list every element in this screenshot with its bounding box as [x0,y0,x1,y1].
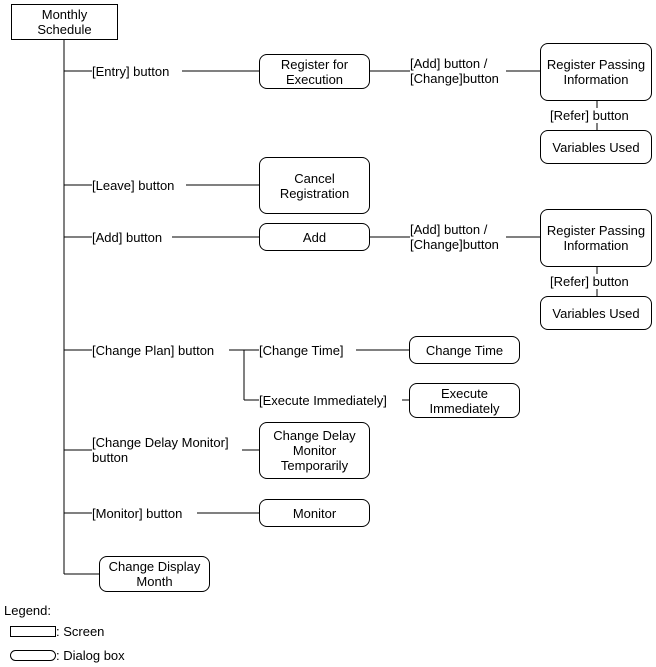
register-for-execution-dialog: Register for Execution [259,54,370,89]
add-change-button-label: [Add] button / [Change]button [410,56,499,86]
monthly-schedule-screen: Monthly Schedule [11,4,118,40]
variables-used-dialog: Variables Used [540,130,652,164]
monitor-dialog: Monitor [259,499,370,527]
change-display-month-dialog: Change Display Month [99,556,210,592]
change-time-button-label: [Change Time] [259,343,344,358]
execute-immediately-button-label: [Execute Immediately] [259,393,387,408]
monitor-button-label: [Monitor] button [92,506,183,521]
screen-legend-swatch [10,626,56,637]
refer-button-label: [Refer] button [550,274,629,289]
cancel-registration-dialog: Cancel Registration [259,157,370,214]
add-button-label: [Add] button [92,230,163,245]
change-delay-monitor-button-label: [Change Delay Monitor] button [92,435,229,465]
change-delay-monitor-temporarily-dialog: Change Delay Monitor Temporarily [259,422,370,479]
dialog-legend-swatch [10,650,56,661]
add-dialog: Add [259,223,370,251]
register-passing-information-dialog: Register Passing Information [540,209,652,267]
execute-immediately-dialog: Execute Immediately [409,383,520,418]
add-change-button-label: [Add] button / [Change]button [410,222,499,252]
refer-button-label: [Refer] button [550,108,629,123]
dialog-legend-label: : Dialog box [56,648,125,663]
leave-button-label: [Leave] button [92,178,175,193]
screen-legend-label: : Screen [56,624,105,639]
entry-button-label: [Entry] button [92,64,170,79]
legend-title: Legend: [4,603,51,618]
change-time-dialog: Change Time [409,336,520,364]
register-passing-information-dialog: Register Passing Information [540,43,652,101]
variables-used-dialog: Variables Used [540,296,652,330]
change-plan-button-label: [Change Plan] button [92,343,215,358]
